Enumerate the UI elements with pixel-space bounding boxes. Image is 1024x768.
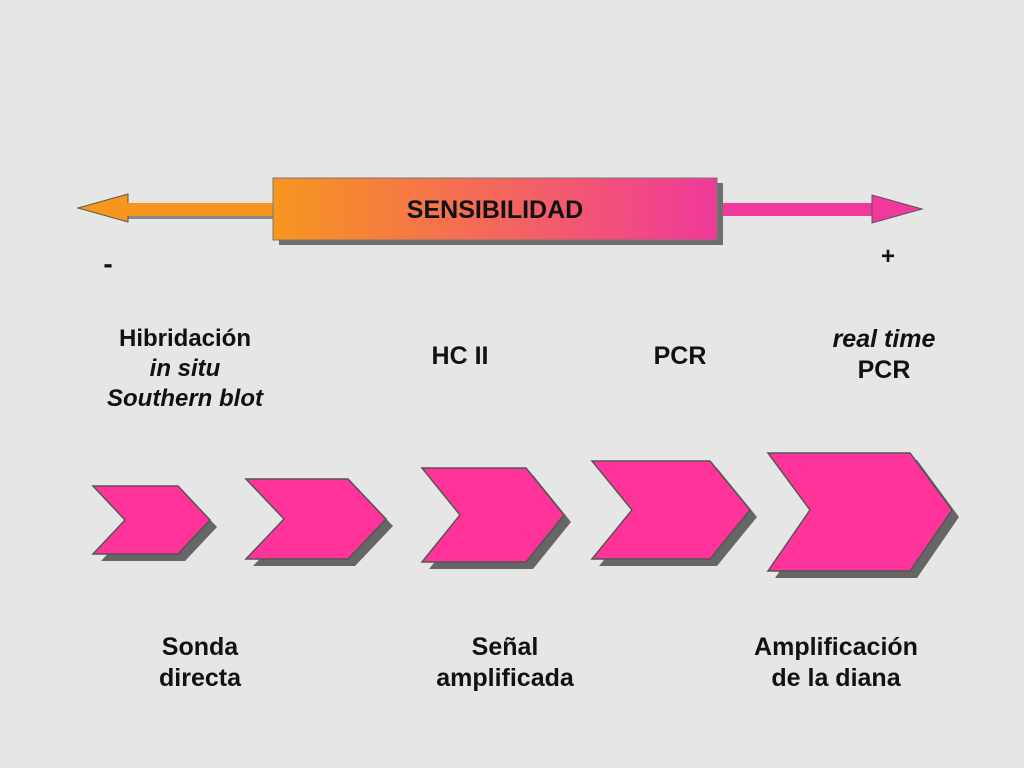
method-line: PCR xyxy=(857,356,911,385)
chevron-3 xyxy=(420,467,571,569)
right-arrow-shaft xyxy=(715,203,875,216)
chevron-sequence xyxy=(91,452,959,578)
step-line: de la diana xyxy=(771,664,901,693)
chevron-2 xyxy=(244,478,393,566)
chevron-1 xyxy=(91,485,217,561)
method-line: Southern blot xyxy=(107,385,263,412)
sensitivity-axis xyxy=(76,193,924,224)
plus-label: + xyxy=(880,243,895,270)
method-line: PCR xyxy=(653,342,707,370)
step-line: directa xyxy=(159,664,241,693)
method-line: HC II xyxy=(431,342,489,370)
method-label-hc2: HC II xyxy=(400,341,520,372)
step-label-senal-amplificada: Señal amplificada xyxy=(400,632,610,695)
method-label-realtime-pcr: real time PCR xyxy=(794,324,974,387)
method-line: in situ xyxy=(149,355,221,382)
method-label-pcr: PCR xyxy=(620,341,740,372)
step-label-amplificacion: Amplificación de la diana xyxy=(726,632,946,695)
minus-label: - xyxy=(103,248,113,279)
chevron-5 xyxy=(766,452,959,578)
chevron-4 xyxy=(590,460,757,566)
sensitivity-label: SENSIBILIDAD xyxy=(406,196,584,224)
right-arrow-head xyxy=(871,194,924,224)
step-line: amplificada xyxy=(436,664,574,693)
left-arrow-head xyxy=(76,193,129,223)
method-line: real time xyxy=(832,325,936,353)
step-line: Sonda xyxy=(161,633,239,661)
step-label-sonda-directa: Sonda directa xyxy=(100,632,300,695)
sensitivity-box xyxy=(272,177,723,245)
step-line: Señal xyxy=(471,633,539,661)
method-label-hibridacion: Hibridación in situ Southern blot xyxy=(70,324,300,414)
step-line: Amplificación xyxy=(754,633,918,661)
method-line: Hibridación xyxy=(118,325,251,352)
left-arrow-shaft xyxy=(126,203,278,216)
